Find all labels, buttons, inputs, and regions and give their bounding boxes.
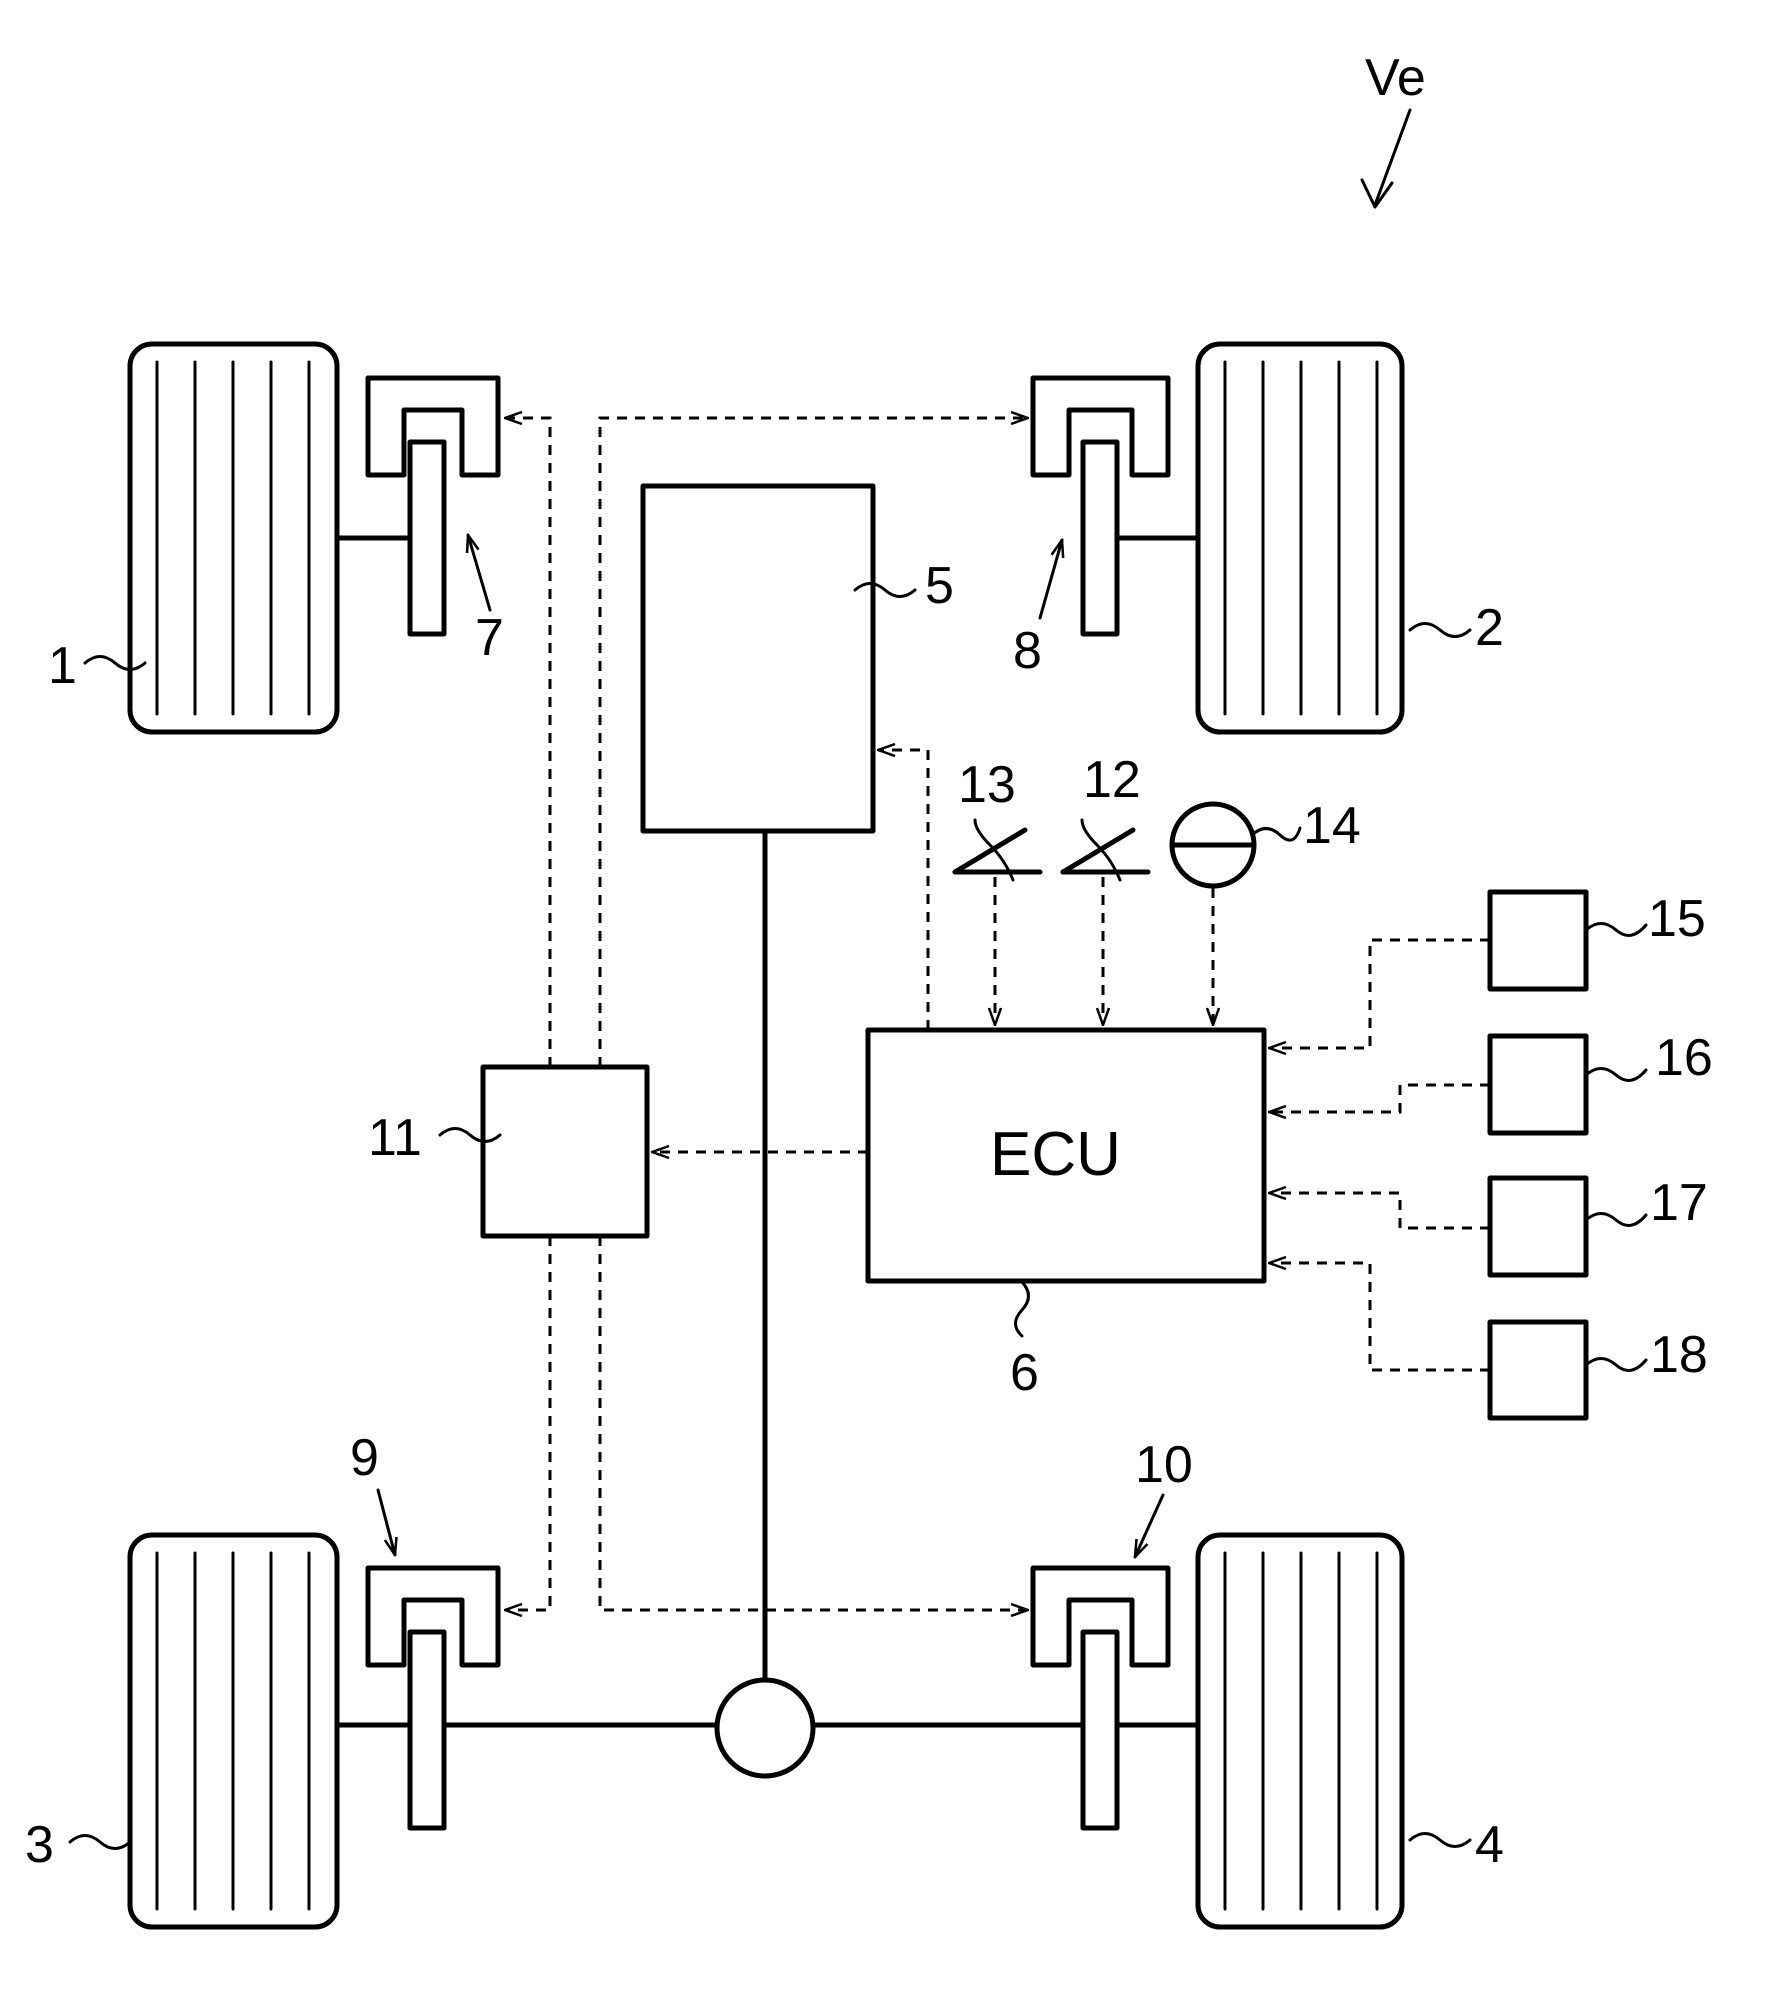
signal-15-to-ecu [1269, 940, 1490, 1048]
ecu-label: ECU [990, 1120, 1121, 1189]
wheel-rear-left [130, 1535, 337, 1927]
signal-18-to-ecu [1269, 1263, 1490, 1370]
power-unit-box [643, 486, 873, 831]
label-9: 9 [350, 1429, 379, 1487]
sensor-box-18 [1490, 1322, 1586, 1418]
label-3: 3 [25, 1816, 54, 1874]
label-2: 2 [1475, 599, 1504, 657]
pointer-8 [1040, 540, 1062, 618]
sensor-box-16 [1490, 1036, 1586, 1133]
brake-actuator-box [483, 1067, 647, 1236]
signal-ecu-to-power-unit [878, 750, 928, 1030]
label-17: 17 [1650, 1174, 1708, 1232]
vehicle-label: Ve [1365, 49, 1426, 107]
label-12: 12 [1083, 751, 1141, 809]
label-13: 13 [958, 756, 1016, 814]
label-5: 5 [925, 557, 954, 615]
brake-front-right [1033, 378, 1168, 634]
signal-17-to-ecu [1269, 1193, 1490, 1228]
signal-actuator-to-front-left [505, 418, 550, 1067]
label-8: 8 [1013, 622, 1042, 680]
signal-actuator-to-rear-right [600, 1236, 1028, 1610]
brake-rear-left [368, 1568, 498, 1828]
brake-front-left [368, 378, 498, 634]
label-18: 18 [1650, 1326, 1708, 1384]
label-11: 11 [368, 1109, 422, 1167]
sensor-box-17 [1490, 1178, 1586, 1275]
wheel-front-left [130, 344, 337, 732]
label-6: 6 [1010, 1344, 1039, 1402]
wheel-rear-right [1198, 1535, 1402, 1927]
pointer-10 [1135, 1495, 1163, 1557]
pointer-9 [378, 1490, 395, 1555]
signal-actuator-to-rear-left [505, 1236, 550, 1610]
pedal-12 [1063, 830, 1148, 872]
sensor-box-15 [1490, 892, 1586, 989]
label-15: 15 [1648, 890, 1706, 948]
pointer-7 [468, 535, 490, 610]
label-7: 7 [475, 609, 504, 667]
label-1: 1 [48, 637, 77, 695]
differential [717, 1680, 813, 1776]
brake-rear-right [1033, 1568, 1168, 1828]
label-16: 16 [1655, 1029, 1713, 1087]
sensor-14 [1172, 804, 1254, 886]
signal-16-to-ecu [1269, 1085, 1490, 1112]
label-10: 10 [1135, 1436, 1193, 1494]
wheel-front-right [1198, 344, 1402, 732]
label-4: 4 [1475, 1816, 1504, 1874]
vehicle-arrow [1375, 110, 1410, 205]
label-14: 14 [1303, 797, 1361, 855]
